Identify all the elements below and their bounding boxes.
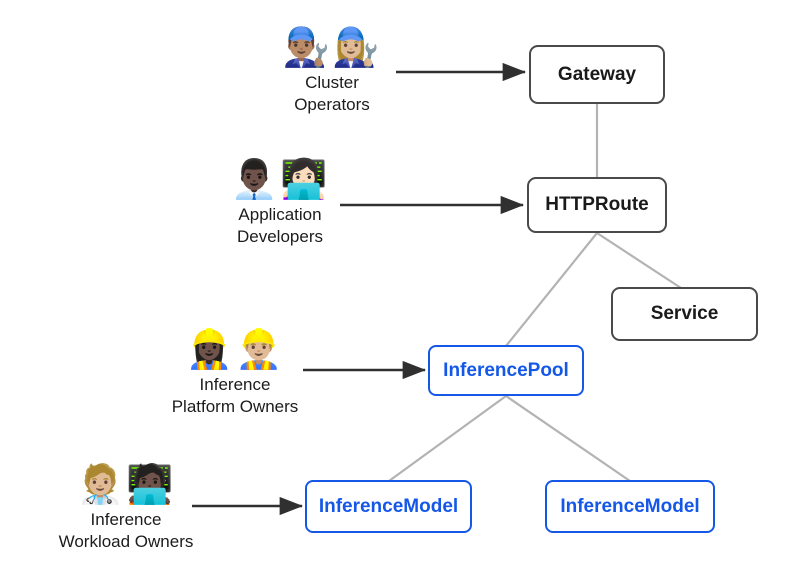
persona-cluster-operators: 👨🏽‍🔧👩🏼‍🔧 Cluster Operators bbox=[222, 28, 442, 116]
relation-inferencepool-inferencemodel-2 bbox=[504, 394, 632, 483]
persona-application-developers: 👨🏿‍💼👩🏻‍💻 Application Developers bbox=[170, 160, 390, 248]
persona-cluster-operators-label: Cluster Operators bbox=[294, 73, 370, 114]
relation-httproute-inferencepool bbox=[504, 231, 599, 348]
relation-inferencepool-inferencemodel-1 bbox=[387, 394, 508, 483]
construction-worker-pair-icon: 👷🏿‍♀️👷🏼‍♂️ bbox=[185, 327, 285, 371]
office-worker-technologist-pair-icon: 👨🏿‍💼👩🏻‍💻 bbox=[230, 157, 330, 201]
persona-inference-workload-owners-label: Inference Workload Owners bbox=[58, 510, 194, 551]
persona-application-developers-label: Application Developers bbox=[237, 205, 323, 246]
persona-inference-platform-owners: 👷🏿‍♀️👷🏼‍♂️ Inference Platform Owners bbox=[125, 330, 345, 418]
node-gateway[interactable]: Gateway bbox=[529, 45, 665, 104]
persona-inference-platform-owners-label: Inference Platform Owners bbox=[171, 375, 299, 416]
persona-inference-workload-owners: 🧑🏼‍⚕️🧑🏿‍💻 Inference Workload Owners bbox=[16, 465, 236, 553]
node-inferencepool[interactable]: InferencePool bbox=[428, 345, 584, 396]
node-inferencemodel-2[interactable]: InferenceModel bbox=[545, 480, 715, 533]
health-worker-technologist-pair-icon: 🧑🏼‍⚕️🧑🏿‍💻 bbox=[76, 462, 176, 506]
mechanic-pair-icon: 👨🏽‍🔧👩🏼‍🔧 bbox=[282, 25, 382, 69]
relation-httproute-service bbox=[595, 231, 683, 290]
node-httproute[interactable]: HTTPRoute bbox=[527, 177, 667, 233]
node-inferencemodel-1[interactable]: InferenceModel bbox=[305, 480, 472, 533]
node-service[interactable]: Service bbox=[611, 287, 758, 341]
